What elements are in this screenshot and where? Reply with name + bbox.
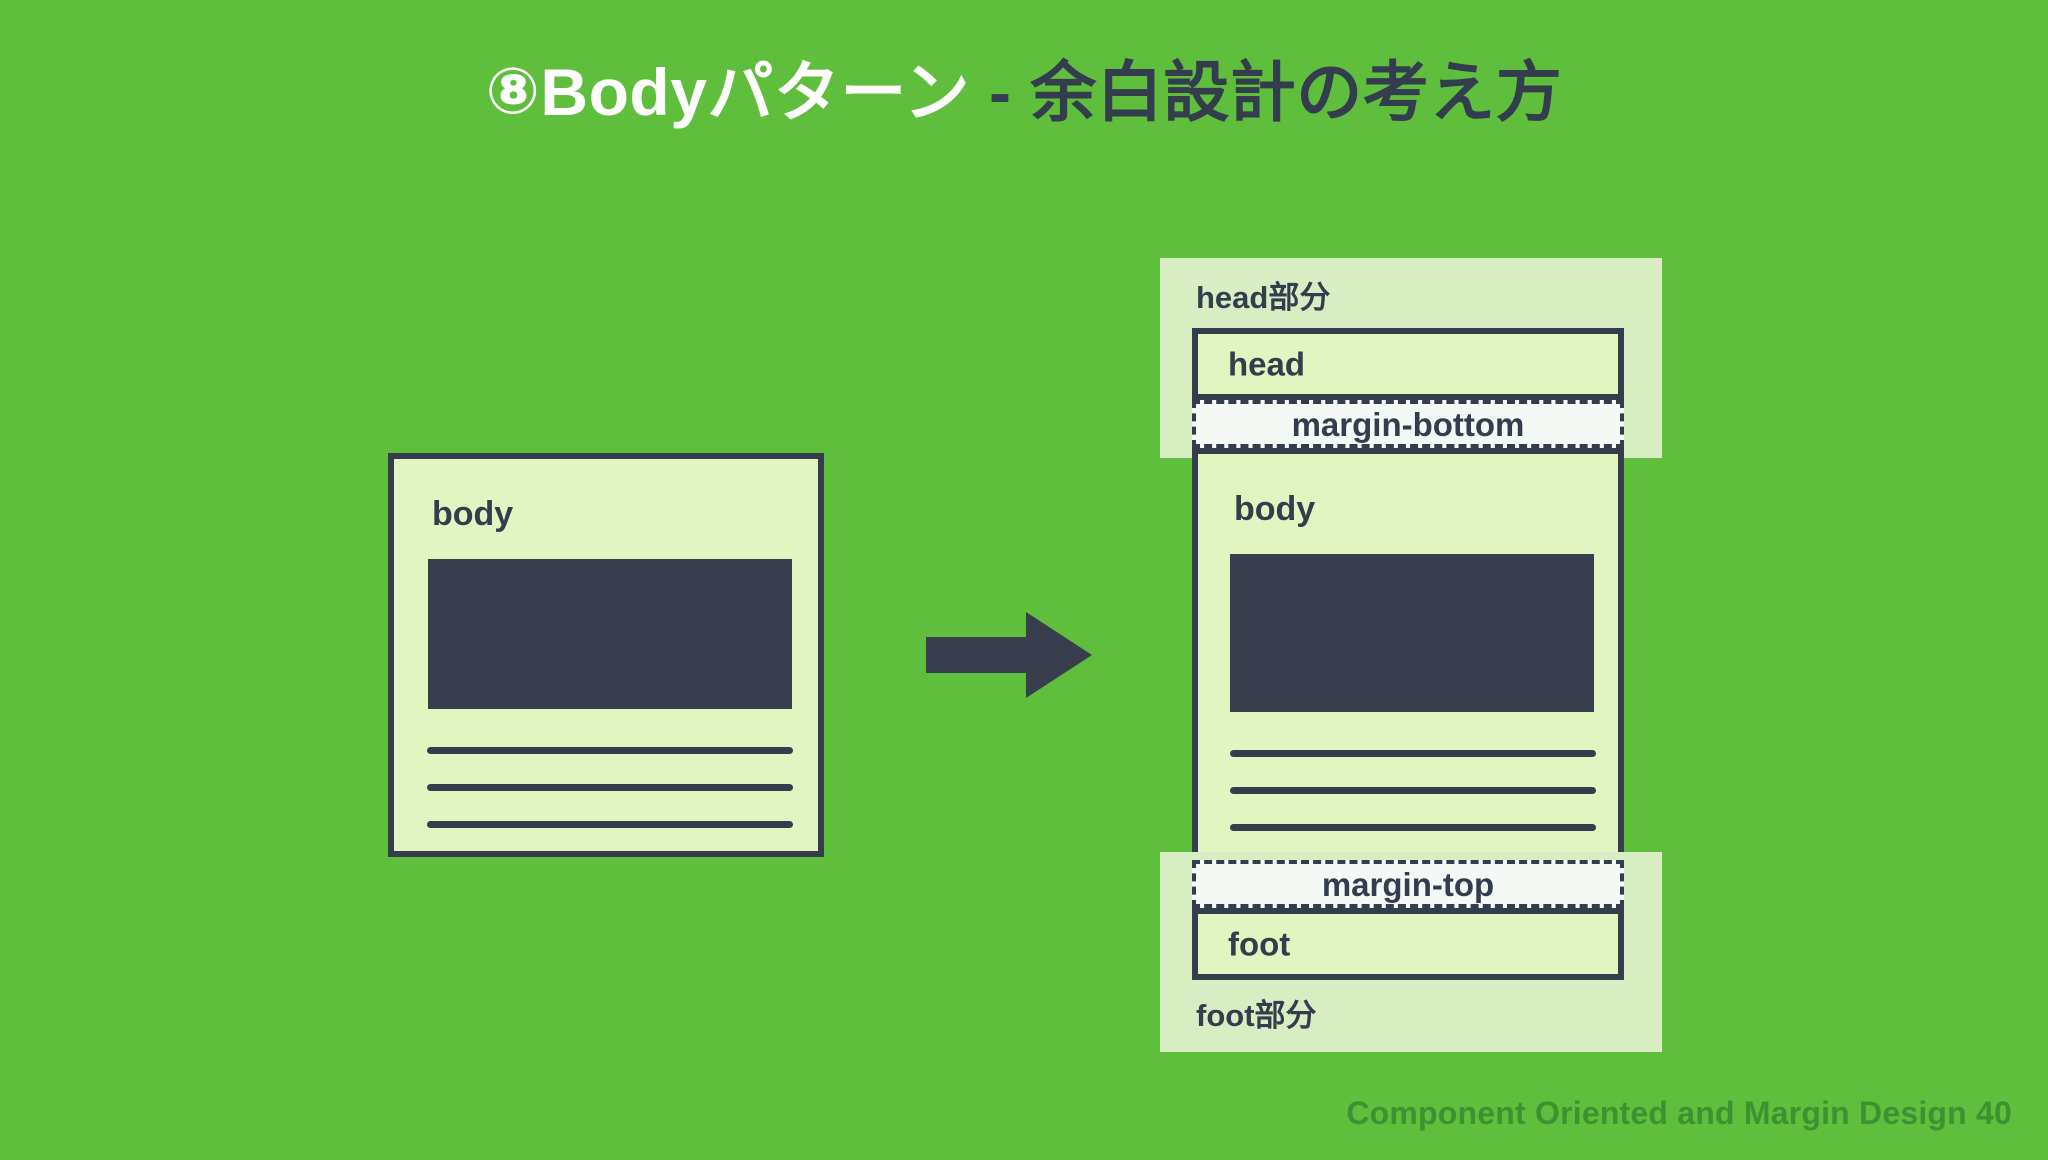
after-text-line xyxy=(1230,824,1596,831)
after-text-line xyxy=(1230,787,1596,794)
before-body-card: body xyxy=(388,453,824,857)
foot-box-label: foot xyxy=(1228,925,1291,963)
slide-footer: Component Oriented and Margin Design 40 xyxy=(1346,1095,2012,1131)
title-primary: Bodyパターン xyxy=(540,55,971,129)
head-box: head xyxy=(1192,328,1624,400)
arrow-right-icon xyxy=(926,612,1092,698)
after-body-label: body xyxy=(1234,490,1316,528)
title-number: ⑧ xyxy=(485,55,541,127)
head-section-label: head部分 xyxy=(1196,280,1331,315)
margin-bottom-strip: margin-bottom xyxy=(1192,400,1624,448)
page-title: ⑧Bodyパターン - 余白設計の考え方 xyxy=(0,55,2048,129)
foot-section-label: foot部分 xyxy=(1196,998,1317,1033)
head-box-label: head xyxy=(1228,345,1306,383)
title-separator: - xyxy=(970,55,1031,129)
before-image-block xyxy=(428,559,792,709)
before-body-label: body xyxy=(432,495,514,533)
margin-bottom-label: margin-bottom xyxy=(1291,405,1525,443)
before-text-line xyxy=(427,747,793,754)
margin-top-strip: margin-top xyxy=(1192,860,1624,908)
title-secondary: 余白設計の考え方 xyxy=(1030,55,1563,129)
before-text-line xyxy=(427,821,793,828)
after-image-block xyxy=(1230,554,1594,712)
after-text-line xyxy=(1230,750,1596,757)
before-text-line xyxy=(427,784,793,791)
foot-box: foot xyxy=(1192,908,1624,980)
margin-top-label: margin-top xyxy=(1321,865,1495,903)
after-body-card: body xyxy=(1192,448,1624,860)
